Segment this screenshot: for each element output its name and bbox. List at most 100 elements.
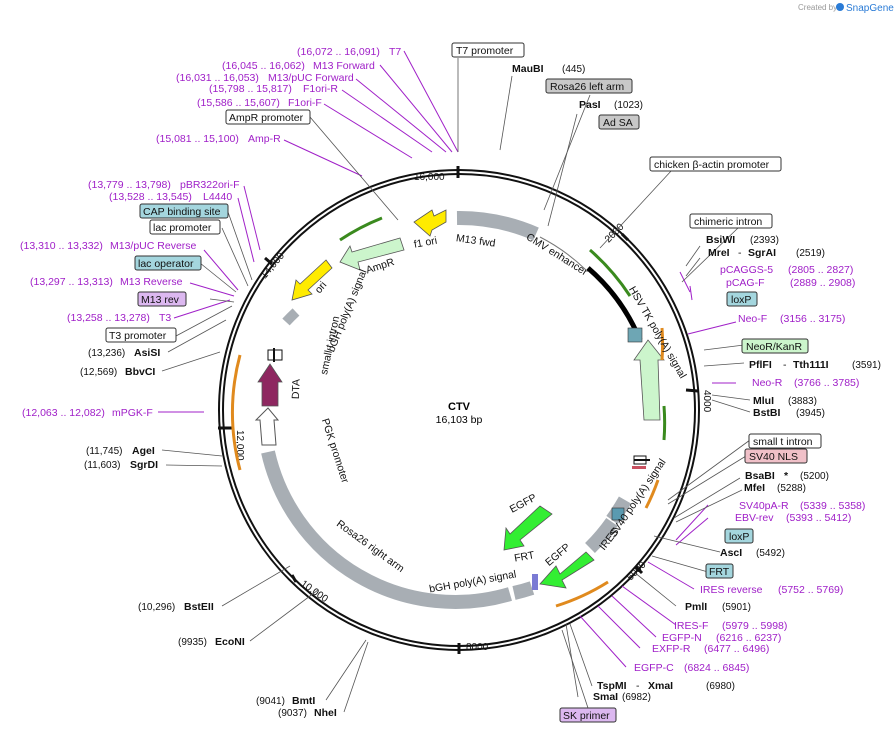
label-neor-kanr: NeoR/KanR (746, 341, 802, 353)
label-ad-sa: Ad SA (603, 117, 633, 129)
orange-arrow-right-1 (660, 327, 665, 361)
feature-m13fwd-segment[interactable] (456, 210, 539, 241)
primer-f1orir: F1ori-R (303, 83, 338, 95)
enzyme-asci-pos: (5492) (756, 548, 785, 559)
feature-loxp-1-box[interactable] (627, 327, 643, 343)
label-rosa26-left-arm: Rosa26 left arm (550, 81, 624, 93)
primer-neof: Neo-F (738, 313, 767, 325)
enzyme-smai: SmaI (593, 691, 618, 703)
brand-name: SnapGene (846, 3, 894, 14)
label-loxp-1: loxP (731, 294, 751, 306)
label-cap-binding-site: CAP binding site (143, 206, 221, 218)
primer-m13fwd: M13 Forward (313, 60, 375, 72)
feature-egfp-outer-arrow[interactable] (539, 551, 595, 589)
enzyme-smai-pos: (6982) (622, 692, 651, 703)
label-sv40-nls: SV40 NLS (749, 451, 798, 463)
enzyme-asisi: AsiSI (134, 347, 160, 359)
label-small-t-intron-right: small t intron (753, 436, 813, 448)
enzyme-mlui: MluI (753, 395, 774, 407)
primer-pcagf-range: (2889 .. 2908) (790, 277, 855, 289)
feature-frt-box[interactable] (532, 574, 538, 590)
enzyme-bbvci: BbvCI (125, 366, 155, 378)
primer-ebvrev: EBV-rev (735, 512, 774, 524)
feature-rosa26-right-arm-segment[interactable] (261, 450, 512, 609)
label-t3-promoter: T3 promoter (109, 330, 167, 342)
feature-pgk-promoter-arrow[interactable] (254, 407, 280, 446)
enzyme-mrei-sep: - (738, 247, 742, 259)
label-lac-operator: lac operator (138, 258, 194, 270)
enzyme-pmli: PmlI (685, 601, 707, 613)
feature-ori-arrow[interactable] (291, 259, 333, 301)
enzyme-agei-pos: (11,745) (86, 446, 123, 457)
feature-egfp-inner-arrow[interactable] (503, 505, 553, 551)
label-chimeric-intron: chimeric intron (694, 216, 762, 228)
label-frt: FRT (709, 566, 730, 578)
primer-t3: T3 (159, 312, 171, 324)
label-box-rosa26-left-arm (545, 78, 633, 94)
feature-loxp-2-box[interactable] (611, 507, 625, 521)
enzyme-mfei-pos: (5288) (777, 483, 806, 494)
feature-dta-arrow[interactable] (257, 363, 283, 407)
primer-m13fwd-range: (16,045 .. 16,062) (222, 60, 305, 72)
enzyme-sgrai: SgrAI (748, 247, 776, 259)
enzyme-asci: AscI (720, 547, 742, 559)
feature-ampr-arrow[interactable] (339, 237, 405, 271)
label-box-t7-promoter-top (451, 42, 525, 58)
feature-f1-ori-arrow[interactable] (413, 209, 447, 237)
label-box-frt (705, 563, 734, 579)
primer-ampr-range: (15,081 .. 15,100) (156, 133, 239, 145)
primer-pcaggs5: pCAGGS-5 (720, 264, 773, 276)
enzyme-nhei: NheI (314, 707, 337, 719)
label-loxp-2: loxP (729, 531, 749, 543)
feature-bgh-polya-bottom-segment[interactable] (512, 581, 535, 600)
label-sk-primer: SK primer (563, 710, 610, 722)
enzyme-nhei-pos: (9037) (278, 708, 307, 719)
feature-neor-kanr-arrow[interactable] (633, 339, 665, 421)
primer-iresf-range: (5979 .. 5998) (722, 620, 787, 632)
feature-ires-segment[interactable] (584, 517, 618, 553)
brand-created-by: Created by (798, 3, 837, 12)
feature-sv40-nls-box[interactable] (632, 466, 646, 469)
tick-4000: 4000 (701, 390, 712, 413)
primer-t7-range: (16,072 .. 16,091) (297, 46, 380, 58)
label-box-chicken-actin (649, 156, 782, 172)
tick-marks (218, 166, 699, 654)
feature-label-f1-ori: f1 ori (413, 235, 438, 251)
orange-arrow-left (230, 354, 242, 471)
label-box-loxp-2 (724, 528, 754, 544)
enzyme-asisi-pos: (13,236) (88, 348, 125, 359)
enzyme-bmti-pos: (9041) (256, 696, 285, 707)
primer-neor: Neo-R (752, 377, 783, 389)
primer-f1orif: F1ori-F (288, 97, 322, 109)
feature-label-pgk: PGK promoter (319, 417, 351, 485)
enzyme-bsteii: BstEII (184, 601, 214, 613)
primer-pbr322: pBR322ori-F (180, 179, 240, 191)
primer-iresrev-range: (5752 .. 5769) (778, 584, 843, 596)
feature-label-sv40-polya: SV40 poly(A) signal (607, 457, 669, 540)
enzyme-bsabi: BsaBI (745, 470, 775, 482)
tick-12000: 12,000 (234, 430, 245, 461)
feature-bgh-polya-left-segment[interactable] (282, 308, 300, 326)
primer-leader-lines (158, 50, 737, 668)
enzyme-mlui-pos: (3883) (788, 396, 817, 407)
primer-l4440-range: (13,528 .. 13,545) (109, 191, 192, 203)
label-box-ad-sa (598, 114, 640, 130)
primer-exfpr-range: (6477 .. 6496) (704, 643, 769, 655)
primer-mpgkf: mPGK-F (112, 407, 153, 419)
feature-cmv-enhancer-outline (539, 236, 587, 271)
label-box-sv40-nls (744, 448, 808, 464)
feature-label-egfp-outer: EGFP (543, 541, 573, 569)
enzyme-maubi: MauBI (512, 63, 544, 75)
label-box-lac-operator (134, 255, 202, 271)
enzyme-pflfi-sep: - (783, 359, 787, 371)
enzyme-pasi-pos: (1023) (614, 100, 643, 111)
label-box-chimeric-intron (689, 213, 773, 229)
primer-ampr: Amp-R (248, 133, 281, 145)
label-m13-rev: M13 rev (141, 294, 180, 306)
enzyme-bsteii-pos: (10,296) (138, 602, 175, 613)
primer-t7: T7 (389, 46, 401, 58)
feature-label-cmv-enhancer: CMV enhancer (524, 231, 590, 279)
enzyme-bsabi-pos: (5200) (800, 471, 829, 482)
primer-m13reverse-range: (13,297 .. 13,313) (30, 276, 113, 288)
